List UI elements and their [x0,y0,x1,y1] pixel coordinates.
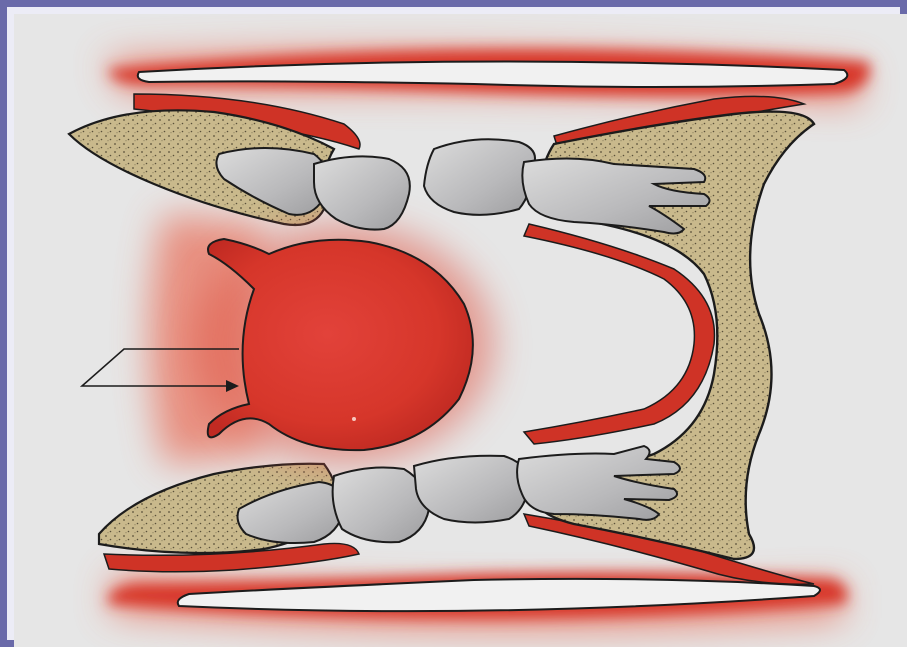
illustration-canvas [14,14,907,647]
dental-cross-section-illustration [14,14,907,647]
round-swelling [194,224,494,464]
